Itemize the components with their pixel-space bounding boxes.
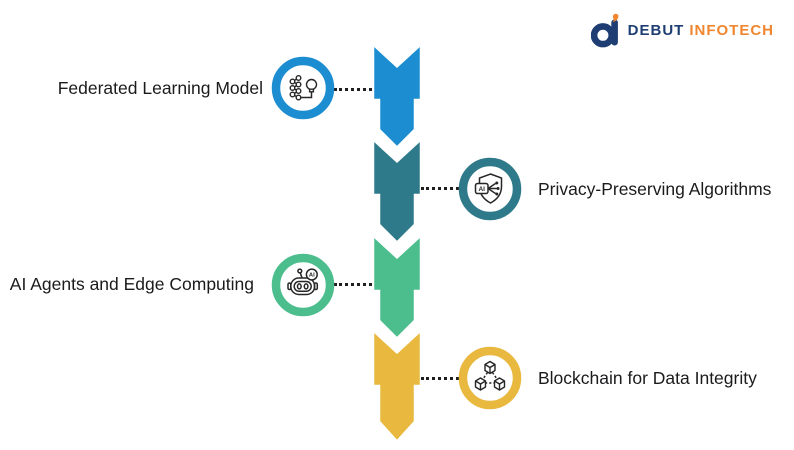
- robot-icon: AI: [271, 253, 335, 317]
- brand-logo-mark-icon: [590, 13, 619, 48]
- chevron-arrow-3: [369, 227, 425, 344]
- item-label-ai-agents: AI Agents and Edge Computing: [9, 274, 254, 294]
- brand-name-infotech: INFOTECH: [689, 21, 774, 39]
- item-label-federated-learning: Federated Learning Model: [57, 78, 263, 98]
- chevron-arrow-2: [369, 131, 425, 248]
- brand-name-debut: DEBUT: [627, 21, 685, 39]
- connector-dotted-line-3: [334, 283, 372, 286]
- connector-dotted-line-1: [334, 88, 372, 91]
- machine-learning-lightbulb-icon: [271, 56, 335, 120]
- ai-shield-icon: AI: [458, 157, 522, 221]
- shield-ai-text: AI: [478, 186, 485, 193]
- chevron-arrow-4: [369, 322, 425, 447]
- connector-dotted-line-4: [421, 377, 459, 380]
- item-label-privacy-preserving: Privacy-Preserving Algorithms: [538, 179, 772, 199]
- robot-ai-text: AI: [309, 273, 315, 279]
- connector-dotted-line-2: [421, 187, 459, 190]
- item-label-blockchain: Blockchain for Data Integrity: [538, 368, 757, 388]
- blockchain-cubes-icon: [458, 346, 522, 410]
- chevron-arrow-1: [369, 36, 425, 153]
